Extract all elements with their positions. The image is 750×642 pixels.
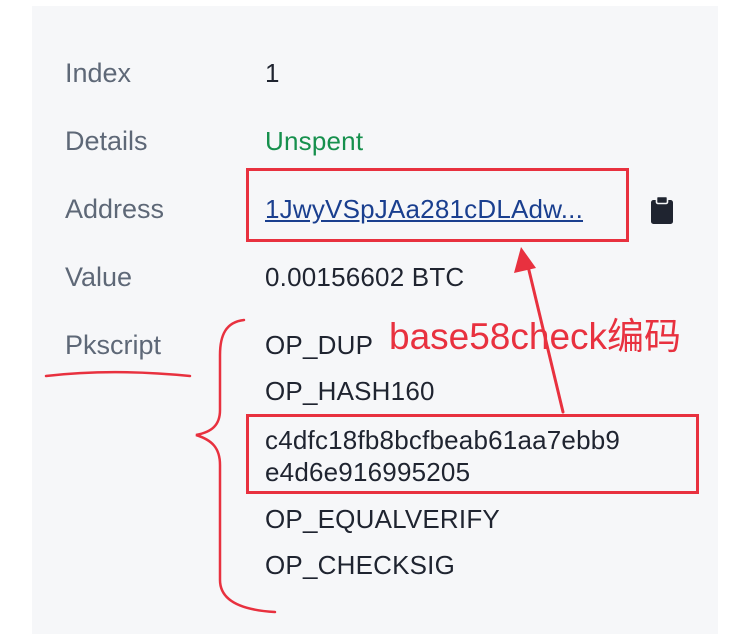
index-value: 1 — [265, 58, 280, 88]
hash-highlight-box — [246, 414, 699, 494]
value-label: Value — [65, 262, 133, 292]
pkscript-label: Pkscript — [65, 330, 162, 360]
arrow-head — [514, 247, 536, 273]
arrow-shaft — [525, 260, 565, 414]
pkscript-line-hash-part2: e4d6e916995205 — [265, 457, 471, 487]
pkscript-underline — [44, 370, 192, 378]
index-label: Index — [65, 58, 132, 88]
curly-brace — [195, 318, 277, 614]
status-value: Unspent — [265, 126, 364, 156]
pkscript-line-op-dup: OP_DUP — [265, 330, 374, 360]
address-value-wrapper: 1JwyVSpJAa281cDLAdw... — [265, 194, 583, 225]
value-amount: 0.00156602 BTC — [265, 262, 465, 292]
pkscript-line-op-hash160: OP_HASH160 — [265, 376, 435, 406]
annotation-label: base58check编码 — [389, 316, 682, 357]
output-details-card — [32, 6, 718, 634]
details-label: Details — [65, 126, 148, 156]
address-highlight-box — [246, 168, 629, 242]
pkscript-line-hash-part1: c4dfc18fb8bcfbeab61aa7ebb9 — [265, 425, 621, 455]
pkscript-line-op-equalverify: OP_EQUALVERIFY — [265, 504, 500, 534]
address-link[interactable]: 1JwyVSpJAa281cDLAdw... — [265, 194, 584, 224]
clipboard-icon[interactable] — [649, 195, 675, 225]
address-label: Address — [65, 194, 165, 224]
pkscript-line-op-checksig: OP_CHECKSIG — [265, 550, 456, 580]
